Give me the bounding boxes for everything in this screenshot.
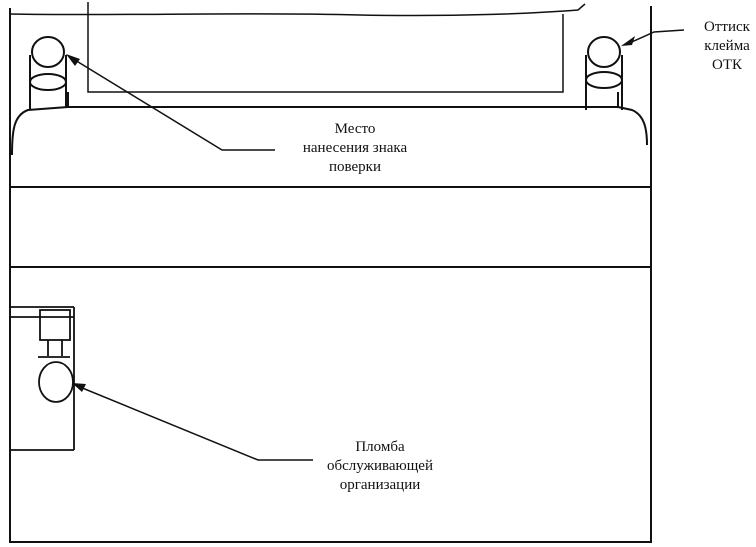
seal-label-line-3: организации [339, 477, 421, 493]
otk-label-line-2: клейма [704, 38, 750, 54]
otk-stamp-label: Оттиск клейма ОТК [682, 18, 756, 75]
verification-mark-label: Место нанесения знака поверки [285, 120, 425, 177]
verification-label-line-1: Место [334, 121, 376, 137]
leader-lines [69, 29, 685, 461]
display-window [87, 2, 564, 93]
leader-verification [69, 56, 275, 151]
otk-label-line-3: ОТК [712, 57, 742, 73]
service-seal-label: Пломба обслуживающей организации [315, 438, 445, 495]
cover-outline [11, 92, 648, 156]
service-seal-assembly [10, 306, 75, 451]
verification-label-line-2: нанесения знака [302, 140, 408, 156]
top-break-line [9, 3, 586, 17]
seal-label-line-2: обслуживающей [327, 458, 433, 474]
otk-screw-right [585, 36, 623, 110]
leader-seal [74, 384, 313, 461]
verification-screw-left [29, 36, 67, 110]
verification-label-line-3: поверки [329, 159, 381, 175]
seal-label-line-1: Пломба [355, 439, 405, 455]
otk-label-line-1: Оттиск [704, 19, 750, 35]
leader-arrowheads [66, 36, 635, 392]
leader-otk [624, 29, 685, 46]
